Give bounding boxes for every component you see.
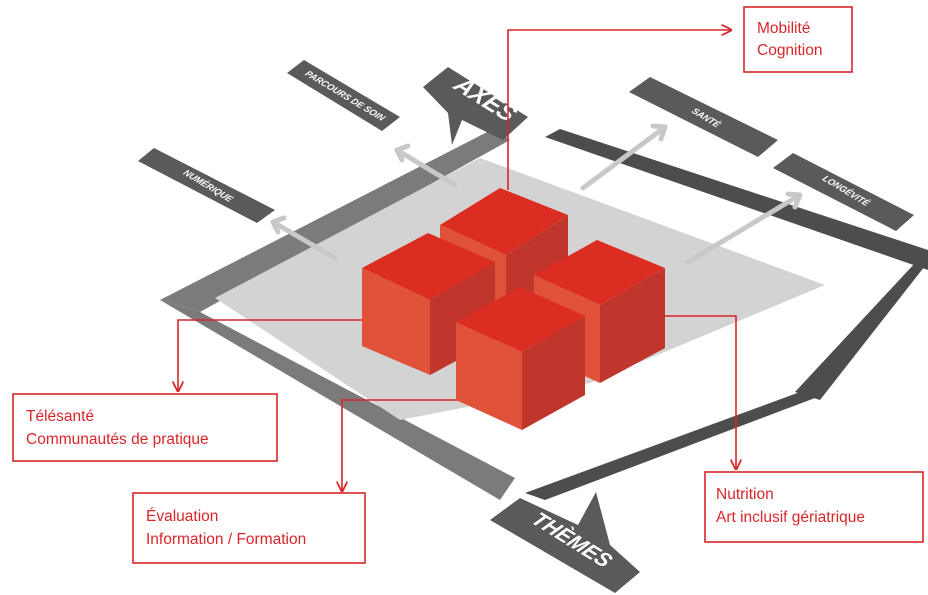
theme-box-left-line2: Communautés de pratique <box>26 431 209 448</box>
arrow-longevite <box>685 191 803 265</box>
tag-numerique: NUMÉRIQUE <box>138 148 275 223</box>
tag-parcours-de-soin: PARCOURS DE SOIN <box>287 60 400 131</box>
leader-bottom <box>342 399 470 490</box>
leader-right <box>665 315 736 468</box>
theme-box-bottom-line1: Évaluation <box>146 508 218 525</box>
frame-right-side <box>525 129 928 500</box>
theme-box-right-line2: Art inclusif gériatrique <box>716 509 865 526</box>
tag-sante: SANTÉ <box>629 77 778 157</box>
theme-box-right-line1: Nutrition <box>716 486 774 503</box>
arrow-numerique <box>270 215 338 261</box>
leader-lines <box>178 30 736 490</box>
tag-parcours-de-soin-text: PARCOURS DE SOIN <box>303 69 388 123</box>
theme-box-left: Télésanté Communautés de pratique <box>12 393 278 462</box>
themes-tag: THÈMES <box>490 492 640 593</box>
leader-top <box>507 30 730 190</box>
frame-left-side <box>160 128 515 500</box>
theme-box-top-line1: Mobilité <box>757 20 810 37</box>
theme-box-top-line2: Cognition <box>757 42 823 59</box>
theme-box-top: Mobilité Cognition <box>743 6 853 73</box>
leader-left <box>178 319 365 390</box>
theme-box-left-line1: Télésanté <box>26 408 94 425</box>
arrow-parcours-de-soin <box>394 143 458 188</box>
arrow-sante <box>580 123 668 191</box>
theme-box-right: Nutrition Art inclusif gériatrique <box>704 471 924 543</box>
axes-tag: AXES <box>423 67 528 145</box>
axis-arrows <box>270 123 803 265</box>
cube-front <box>456 287 585 430</box>
theme-box-bottom-line2: Information / Formation <box>146 531 306 548</box>
theme-box-bottom: Évaluation Information / Formation <box>132 492 366 564</box>
